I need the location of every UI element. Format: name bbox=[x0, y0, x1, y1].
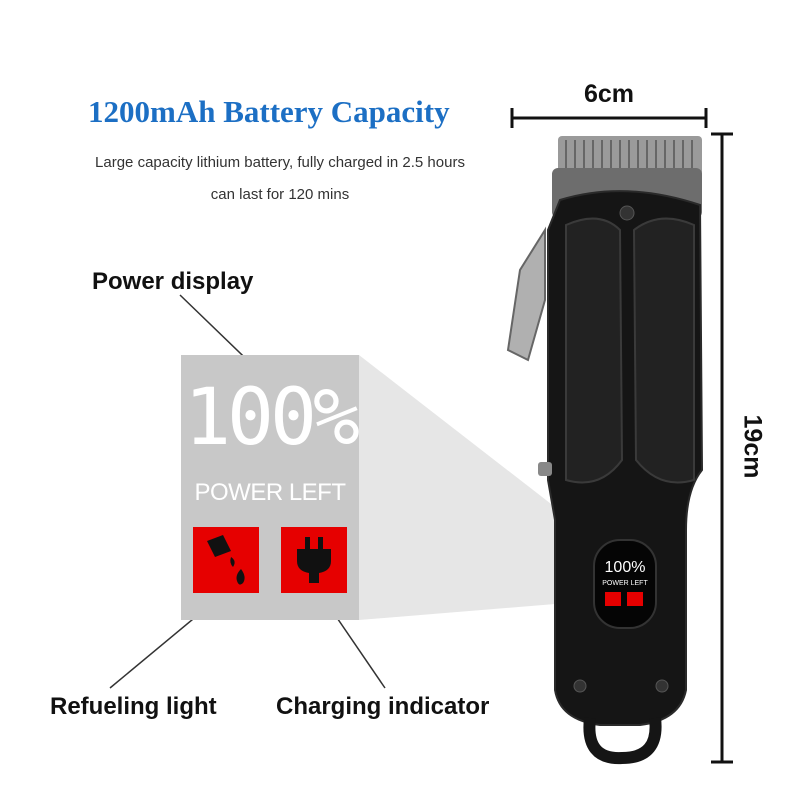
blade bbox=[558, 136, 702, 176]
headline: 1200mAh Battery Capacity bbox=[88, 94, 450, 129]
projection-beam bbox=[359, 355, 604, 620]
battery-percent: 100% bbox=[184, 373, 360, 463]
description-line-2: can last for 120 mins bbox=[210, 186, 350, 203]
svg-text:100%: 100% bbox=[605, 559, 646, 576]
power-display-zoom: 100% POWER LEFT bbox=[181, 355, 360, 620]
refueling-light-label: Refueling light bbox=[50, 693, 217, 720]
svg-text:POWER LEFT: POWER LEFT bbox=[602, 580, 648, 587]
power-display-label: Power display bbox=[92, 268, 254, 295]
fuel-drop-icon bbox=[207, 535, 245, 585]
hang-loop bbox=[583, 717, 662, 765]
charging-indicator bbox=[281, 527, 347, 593]
height-dimension-label: 19cm bbox=[738, 414, 767, 479]
width-dimension-label: 6cm bbox=[584, 80, 635, 108]
charging-indicator-label: Charging indicator bbox=[276, 693, 490, 720]
height-dimension-line bbox=[711, 132, 733, 764]
width-dimension-line bbox=[510, 108, 708, 128]
plug-icon bbox=[297, 537, 331, 583]
description-line-1: Large capacity lithium battery, fully ch… bbox=[95, 154, 465, 171]
refueling-light bbox=[193, 527, 259, 593]
hair-clipper-illustration: 100% POWER LEFT bbox=[506, 136, 704, 765]
power-left-label: POWER LEFT bbox=[194, 479, 346, 506]
taper-lever bbox=[506, 226, 546, 362]
